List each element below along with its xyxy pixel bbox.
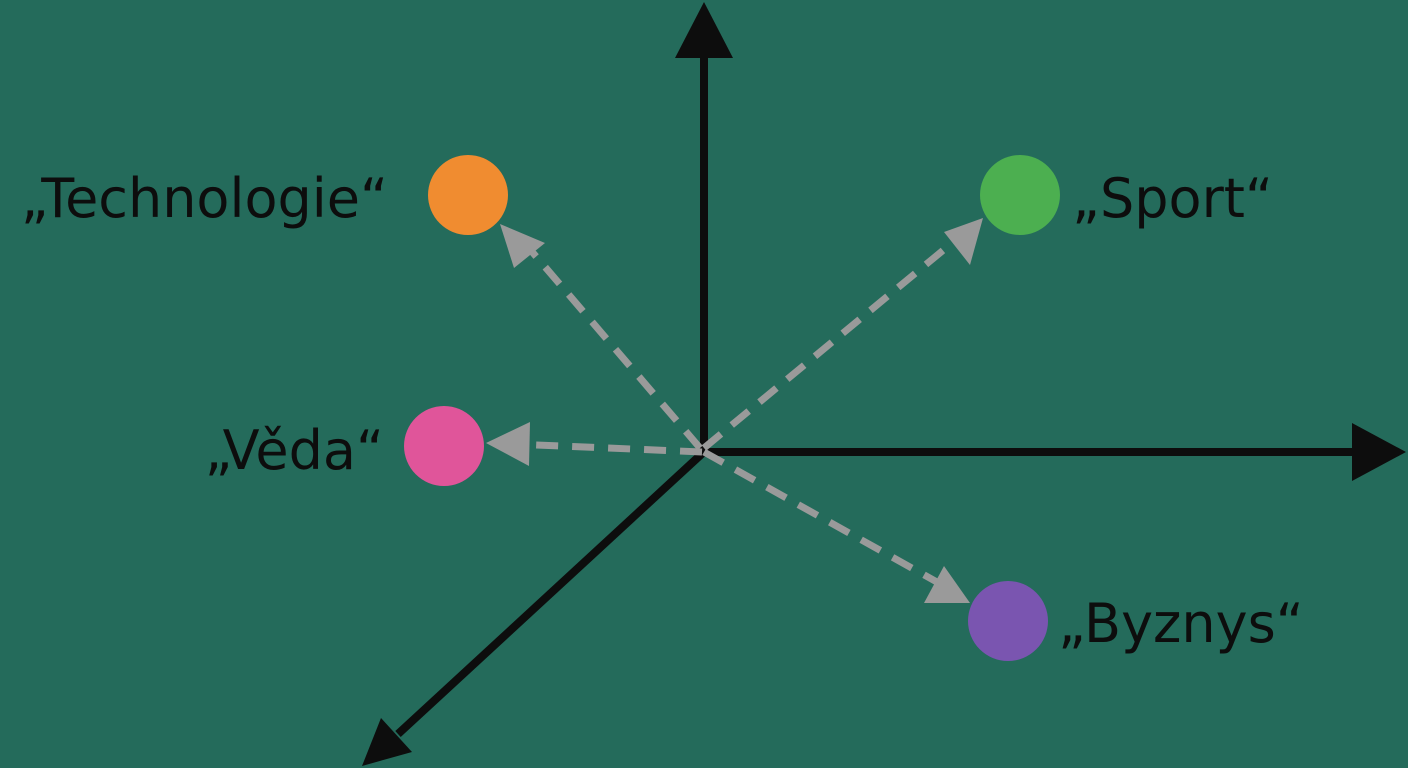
vector-technologie-arrowhead — [500, 224, 545, 268]
x-axis-arrowhead — [1352, 423, 1406, 481]
label-technologie: „Technologie“ — [20, 167, 388, 230]
vectors — [486, 218, 983, 603]
label-byznys: „Byznys“ — [1058, 592, 1304, 655]
point-sport — [980, 155, 1060, 235]
point-byznys — [968, 581, 1048, 661]
vector-byznys-arrowhead — [924, 566, 970, 603]
label-veda: „Věda“ — [204, 419, 384, 482]
z-axis — [395, 447, 709, 737]
point-technologie — [428, 155, 508, 235]
z-axis-arrowhead — [362, 718, 412, 766]
vector-byznys — [702, 448, 946, 590]
vector-veda-arrowhead — [486, 422, 530, 466]
label-sport: „Sport“ — [1072, 167, 1273, 230]
vector-veda — [513, 440, 703, 456]
points — [404, 155, 1060, 661]
vector-technologie — [519, 237, 703, 451]
point-veda — [404, 406, 484, 486]
axes — [362, 2, 1406, 766]
vector-sport-arrowhead — [944, 218, 983, 265]
y-axis-arrowhead — [675, 2, 733, 58]
vector-sport — [701, 235, 961, 451]
